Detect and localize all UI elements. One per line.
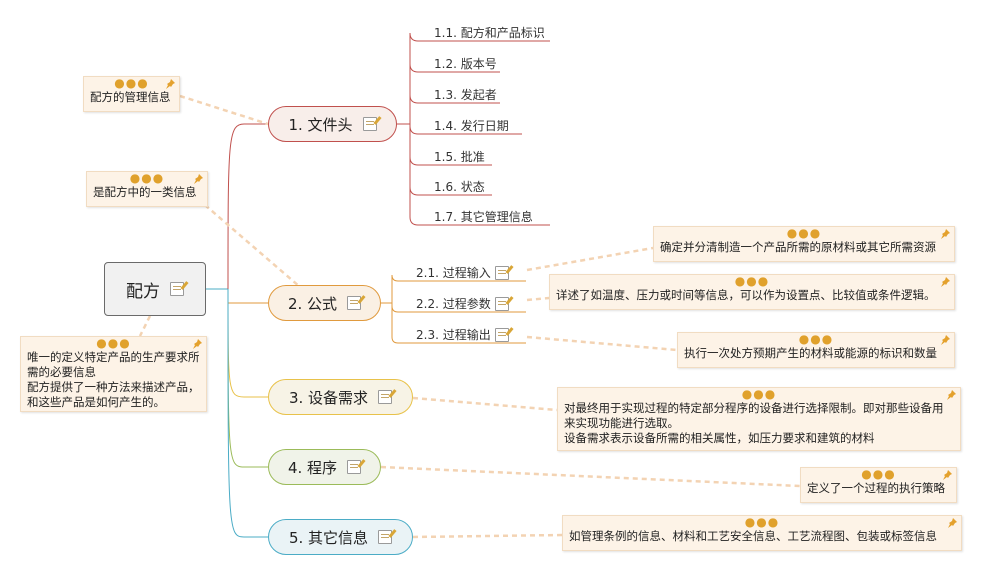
subtopic-label: 1.3. 发起者 (434, 88, 497, 102)
note-equipment-requirements: ●●● 对最终用于实现过程的特定部分程序的设备进行选择限制。即对那些设备用来实现… (557, 387, 961, 451)
subtopic-label: 1.6. 状态 (434, 180, 485, 194)
connector-line (397, 94, 500, 125)
more-dots-icon: ●●● (734, 274, 770, 288)
note-text: 是配方中的一类信息 (93, 185, 197, 199)
more-dots-icon: ●●● (744, 515, 780, 529)
note-connector (179, 94, 269, 126)
subtopic-label: 1.2. 版本号 (434, 57, 497, 71)
connector-line (397, 32, 550, 125)
subtopic-process-parameters[interactable]: 2.2. 过程参数 (416, 295, 509, 312)
more-dots-icon: ●●● (798, 332, 834, 346)
note-process-inputs: ●●● 确定并分清制造一个产品所需的原材料或其它所需资源 (653, 226, 955, 262)
edit-icon[interactable] (347, 460, 362, 474)
connector-line (381, 302, 526, 344)
note-connector (412, 396, 558, 412)
pin-icon (941, 335, 950, 345)
connector-line (397, 123, 550, 226)
edit-icon[interactable] (378, 390, 393, 404)
note-text: 唯一的定义特定产品的生产要求所需的必要信息 配方提供了一种方法来描述产品，和这些… (27, 350, 200, 409)
subtopic-label: 1.1. 配方和产品标识 (434, 26, 545, 40)
note-connector (412, 533, 563, 539)
subtopic-label: 1.7. 其它管理信息 (434, 210, 533, 224)
edit-icon[interactable] (494, 265, 509, 280)
note-connector (204, 204, 301, 288)
note-connector (526, 246, 654, 272)
subtopic-process-inputs[interactable]: 2.1. 过程输入 (416, 264, 509, 281)
note-text: 定义了一个过程的执行策略 (807, 481, 945, 495)
subtopic-status[interactable]: 1.6. 状态 (434, 178, 489, 195)
subtopic-label: 2.2. 过程参数 (416, 297, 491, 311)
note-other-info: ●●● 如管理条例的信息、材料和工艺安全信息、工艺流程图、包装或标签信息 (562, 515, 962, 551)
subtopic-label: 2.1. 过程输入 (416, 266, 491, 280)
pin-icon (943, 470, 952, 480)
connector-line (227, 288, 268, 538)
note-text: 执行一次处方预期产生的材料或能源的标识和数量 (684, 346, 937, 360)
note-text: 详述了如温度、压力或时间等信息，可以作为设置点、比较值或条件逻辑。 (556, 288, 936, 302)
subtopic-version[interactable]: 1.2. 版本号 (434, 55, 501, 72)
note-process-parameters: ●●● 详述了如温度、压力或时间等信息，可以作为设置点、比较值或条件逻辑。 (549, 274, 955, 310)
subtopic-label: 2.3. 过程输出 (416, 328, 491, 342)
more-dots-icon: ●●● (96, 336, 131, 350)
edit-icon[interactable] (494, 327, 509, 342)
note-connector (138, 315, 152, 337)
topic-formula[interactable]: 2. 公式 (268, 285, 381, 321)
subtopic-process-outputs[interactable]: 2.3. 过程输出 (416, 326, 509, 343)
topic-other-info[interactable]: 5. 其它信息 (268, 519, 413, 555)
edit-icon[interactable] (494, 296, 509, 311)
topic-equipment-requirements[interactable]: 3. 设备需求 (268, 379, 413, 415)
more-dots-icon: ●●● (114, 76, 149, 90)
connector-line (227, 123, 268, 290)
note-text: 配方的管理信息 (90, 90, 171, 104)
more-dots-icon: ●●● (741, 387, 777, 401)
note-formula: ●●● 是配方中的一类信息 (86, 171, 208, 207)
note-file-header: ●●● 配方的管理信息 (83, 76, 180, 112)
note-connector (526, 335, 678, 352)
connector-line (227, 289, 268, 304)
edit-icon[interactable] (362, 117, 377, 131)
note-text: 确定并分清制造一个产品所需的原材料或其它所需资源 (660, 240, 936, 254)
note-text: 对最终用于实现过程的特定部分程序的设备进行选择限制。即对那些设备用来实现功能进行… (564, 401, 944, 445)
pin-icon (948, 518, 957, 528)
connector-line (397, 63, 500, 125)
pin-icon (166, 79, 175, 89)
pin-icon (194, 174, 203, 184)
subtopic-label: 1.5. 批准 (434, 150, 485, 164)
pin-icon (941, 277, 950, 287)
note-connector (526, 296, 550, 302)
note-process-outputs: ●●● 执行一次处方预期产生的材料或能源的标识和数量 (677, 332, 955, 368)
edit-icon[interactable] (170, 282, 184, 296)
more-dots-icon: ●●● (129, 171, 165, 185)
topic-file-header[interactable]: 1. 文件头 (268, 106, 397, 142)
topic-label: 1. 文件头 (288, 115, 353, 134)
edit-icon[interactable] (378, 530, 393, 544)
edit-icon[interactable] (347, 296, 362, 310)
note-procedure: ●●● 定义了一个过程的执行策略 (800, 467, 957, 503)
connector-line (227, 288, 268, 468)
subtopic-recipe-product-id[interactable]: 1.1. 配方和产品标识 (434, 24, 549, 41)
topic-label: 4. 程序 (287, 458, 338, 477)
connector-line (381, 274, 526, 304)
topic-label: 3. 设备需求 (288, 388, 369, 407)
connector-line (227, 288, 268, 398)
central-topic-label: 配方 (126, 281, 160, 302)
pin-icon (193, 339, 202, 349)
central-topic-note: ●●● 唯一的定义特定产品的生产要求所需的必要信息 配方提供了一种方法来描述产品… (20, 336, 207, 412)
pin-icon (947, 390, 956, 400)
subtopic-other-admin-info[interactable]: 1.7. 其它管理信息 (434, 208, 537, 225)
subtopic-issue-date[interactable]: 1.4. 发行日期 (434, 117, 513, 134)
more-dots-icon: ●●● (786, 226, 822, 240)
more-dots-icon: ●●● (861, 467, 896, 481)
note-connector (380, 465, 801, 488)
subtopic-originator[interactable]: 1.3. 发起者 (434, 86, 501, 103)
pin-icon (941, 229, 950, 239)
subtopic-approval[interactable]: 1.5. 批准 (434, 148, 489, 165)
topic-label: 5. 其它信息 (288, 528, 369, 547)
topic-label: 2. 公式 (287, 294, 338, 313)
topic-procedure[interactable]: 4. 程序 (268, 449, 381, 485)
subtopic-label: 1.4. 发行日期 (434, 119, 509, 133)
note-text: 如管理条例的信息、材料和工艺安全信息、工艺流程图、包装或标签信息 (569, 529, 937, 543)
central-topic[interactable]: 配方 (104, 262, 206, 316)
